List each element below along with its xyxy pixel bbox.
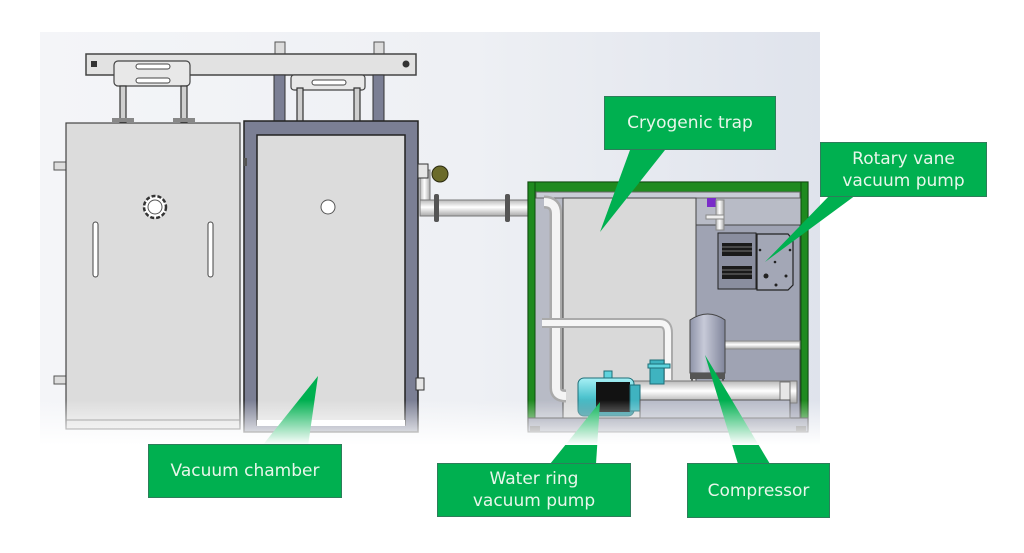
label-rotary-vane-pump-line2: vacuum pump xyxy=(842,170,965,191)
label-rotary-vane-pump: Rotary vane vacuum pump xyxy=(820,142,987,197)
label-rotary-vane-pump-line1: Rotary vane xyxy=(852,148,955,169)
pointer-cryogenic-trap xyxy=(600,150,665,232)
top-rail xyxy=(85,41,417,123)
vacuum-chamber xyxy=(243,120,425,433)
label-water-ring-pump-line2: vacuum pump xyxy=(472,491,596,511)
pointer-rotary-vane-pump xyxy=(765,195,856,262)
label-water-ring-pump-line1: Water ring xyxy=(489,469,579,489)
label-compressor-text: Compressor xyxy=(707,480,810,501)
label-water-ring-pump: Water ring vacuum pump xyxy=(437,463,631,517)
rotary-vane-pump xyxy=(717,232,794,291)
label-cryogenic-trap-text: Cryogenic trap xyxy=(627,113,753,133)
label-cryogenic-trap: Cryogenic trap xyxy=(604,96,776,150)
connecting-pipe xyxy=(417,163,531,222)
label-vacuum-chamber-text: Vacuum chamber xyxy=(170,461,320,481)
label-compressor: Compressor xyxy=(687,463,830,518)
compressor xyxy=(689,313,726,390)
label-vacuum-chamber: Vacuum chamber xyxy=(148,444,342,498)
background-fade xyxy=(40,400,820,445)
chamber-door xyxy=(53,122,241,430)
